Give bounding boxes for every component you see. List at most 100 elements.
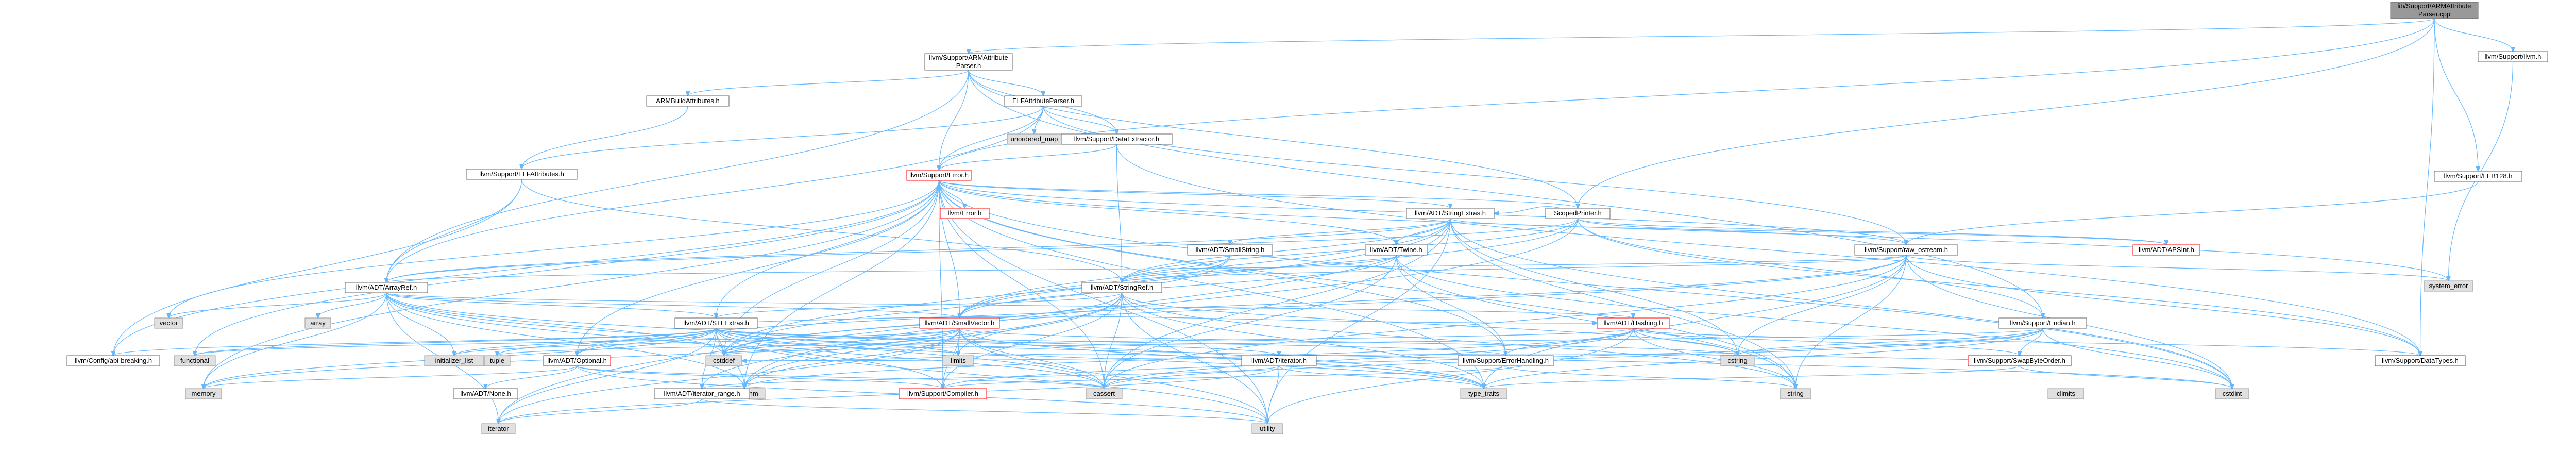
node-limits: limits [942,355,974,366]
edge-elfattrparser-to-unordered_map [1035,106,1044,134]
node-label: llvm/Support/SwapByteOrder.h [1974,357,2065,364]
node-error[interactable]: llvm/Support/Error.h [906,170,972,181]
node-iteratorrange[interactable]: llvm/ADT/iterator_range.h [654,388,750,399]
node-errorhandling[interactable]: llvm/Support/ErrorHandling.h [1458,355,1554,366]
node-box [304,317,331,329]
node-label: llvm/ADT/STLExtras.h [683,319,749,327]
node-label: llvm/Support/DataTypes.h [2382,357,2459,364]
edge-swapbyteorder-to-cstddef [742,354,2020,361]
edge-optional-to-memory [204,365,578,389]
node-label: climits [2057,390,2076,397]
node-swapbyteorder[interactable]: llvm/Support/SwapByteOrder.h [1968,355,2072,366]
node-smallstring[interactable]: llvm/ADT/SmallString.h [1187,244,1273,256]
node-array: array [304,317,331,329]
node-box [1854,244,1958,256]
edge-root-to-datatypes [2420,18,2435,356]
node-box [66,355,160,366]
node-system_error: system_error [2424,280,2473,292]
node-elfattrparser[interactable]: ELFAttributeParser.h [1004,95,1082,107]
node-hashing[interactable]: llvm/ADT/Hashing.h [1597,317,1670,329]
edge-armattrparser-to-endian [968,70,2043,318]
edge-elfattrparser-to-rawostream [1043,106,1906,245]
edge-rawostream-to-arrayref [386,255,1907,282]
node-adtiterator[interactable]: llvm/ADT/iterator.h [1241,355,1317,366]
node-label: ARMBuildAttributes.h [656,97,720,105]
node-cstddef: cstddef [705,355,742,366]
node-label: llvm/Support/raw_ostream.h [1865,246,1948,254]
node-elfattributes[interactable]: llvm/Support/ELFAttributes.h [466,169,578,180]
edge-error-to-smallvector [938,180,960,318]
edge-error-to-vector [169,180,940,318]
node-box [705,355,742,366]
node-box [899,388,987,399]
node-llvmh[interactable]: llvm/Support/llvm.h [2478,51,2548,62]
edge-endian-to-type_traits [1484,328,2043,389]
node-scopedprinter[interactable]: ScopedPrinter.h [1545,208,1611,219]
node-apsint[interactable]: llvm/ADT/APSInt.h [2132,244,2200,256]
node-box [1081,282,1162,293]
node-dataextractor[interactable]: llvm/Support/DataExtractor.h [1061,133,1173,145]
edge-stringextras-to-cassert [1104,218,1451,389]
node-box [1241,355,1317,366]
node-twine[interactable]: llvm/ADT/Twine.h [1365,244,1428,256]
node-label: llvm/Support/DataExtractor.h [1074,135,1159,143]
edge-armattrparser-to-arrayref [386,70,969,282]
node-box [2215,388,2249,399]
node-label: system_error [2429,282,2469,290]
node-box [940,208,990,219]
edge-optional-to-adtnone [486,365,578,389]
node-rawostream[interactable]: llvm/Support/raw_ostream.h [1854,244,1958,256]
edge-dataextractor-to-datatypes [1116,144,2420,356]
node-smallvector[interactable]: llvm/ADT/SmallVector.h [919,317,1000,329]
node-configbreaking[interactable]: llvm/Config/abi-breaking.h [66,355,160,366]
node-label: cstdint [2223,390,2242,397]
edge-adtiterator-to-cstddef [742,354,1279,361]
node-stlextras[interactable]: llvm/ADT/STLExtras.h [674,317,758,329]
node-label: llvm/ADT/Optional.h [547,357,607,364]
edge-error-to-stlextras [716,180,940,318]
edge-stringextras-to-apsint [1450,218,2166,245]
edge-optional-to-compiler [577,365,943,389]
node-datatypes[interactable]: llvm/Support/DataTypes.h [2375,355,2466,366]
node-optional[interactable]: llvm/ADT/Optional.h [543,355,611,366]
node-errorh[interactable]: llvm/Error.h [940,208,990,219]
edge-smallvector-to-algorithm [744,328,960,389]
edge-stlextras-to-utility [716,328,1267,424]
edge-smallvector-to-utility [959,328,1268,424]
node-arrayref[interactable]: llvm/ADT/ArrayRef.h [345,282,428,293]
node-memory: memory [185,388,222,399]
node-label: vector [160,319,178,327]
node-box [919,317,1000,329]
edge-rawostream-to-datatypes [1906,255,2420,356]
edge-error-to-memory [204,180,940,389]
edge-stlextras-to-hashing [716,316,1597,323]
edge-stlextras-to-configbreaking [113,328,717,356]
edge-arrayref-to-stlextras [386,292,716,318]
node-label: memory [192,390,216,397]
edge-dataextractor-to-error [939,144,1117,170]
edge-arrayref-to-compiler [386,292,943,389]
edge-smallvector-to-cstring [959,328,1738,356]
edge-stlextras-to-errorhandling [716,328,1506,356]
edge-stlextras-to-iterator [499,328,717,424]
edge-stlextras-to-type_traits [716,328,1484,389]
node-cstdint: cstdint [2215,388,2249,399]
edge-rawostream-to-string [1795,255,1907,389]
node-stringref[interactable]: llvm/ADT/StringRef.h [1081,282,1162,293]
node-box [1968,355,2072,366]
node-endian[interactable]: llvm/Support/Endian.h [1998,317,2087,329]
edge-hashing-to-datatypes [1633,328,2420,356]
node-label: ScopedPrinter.h [1554,209,1602,217]
node-compiler[interactable]: llvm/Support/Compiler.h [899,388,987,399]
edge-elfattrparser-to-dataextractor [1043,106,1117,134]
edge-rawostream-to-cstring [1738,255,1907,356]
edge-error-to-scopedprinter [938,180,1578,208]
node-leb128[interactable]: llvm/Support/LEB128.h [2434,171,2522,182]
node-adtnone[interactable]: llvm/ADT/None.h [453,388,518,399]
node-label: utility [1260,425,1275,432]
node-armbuild[interactable]: ARMBuildAttributes.h [646,95,730,107]
node-stringextras[interactable]: llvm/ADT/StringExtras.h [1406,208,1495,219]
